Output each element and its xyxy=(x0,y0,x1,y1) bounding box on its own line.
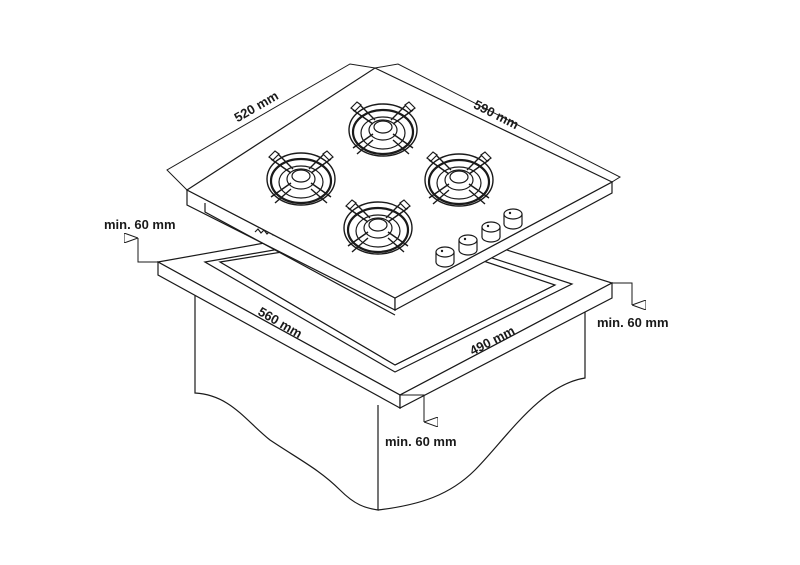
clearance-right-label: min. 60 mm xyxy=(597,315,669,330)
hob xyxy=(185,67,614,316)
arrow-down-front xyxy=(400,394,424,422)
clearance-back-label: min. 60 mm xyxy=(104,217,176,232)
cabinet xyxy=(194,295,586,511)
dimension-lines xyxy=(166,63,622,366)
knob-1 xyxy=(435,246,455,268)
clearance-arrows xyxy=(138,238,632,422)
clearance-front-label: min. 60 mm xyxy=(385,434,457,449)
knob-2 xyxy=(458,234,478,256)
arrow-down-right xyxy=(612,282,632,305)
arrow-up-back xyxy=(138,238,158,263)
knob-3 xyxy=(481,221,501,243)
knob-4 xyxy=(503,208,523,230)
